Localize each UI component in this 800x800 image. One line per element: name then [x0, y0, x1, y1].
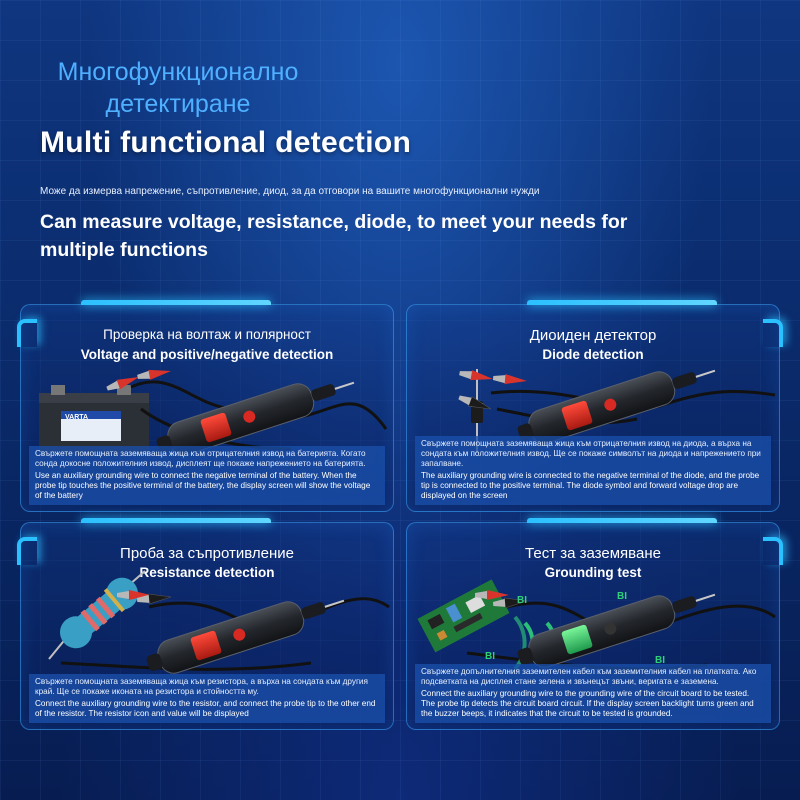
panel-corner-left	[17, 319, 37, 347]
panel-tab-accent	[81, 300, 271, 305]
panel-description: Свържете допълнителния заземителен кабел…	[415, 664, 771, 723]
description-bulgarian: Свържете допълнителния заземителен кабел…	[421, 667, 757, 686]
description-bulgarian: Свържете помощната заземяваща жица към р…	[35, 677, 368, 696]
description-english: Use an auxiliary grounding wire to conne…	[35, 471, 371, 500]
panel-voltage-detection: Проверка на волтаж и полярност Voltage a…	[17, 300, 394, 512]
resistance-illustration	[48, 570, 390, 677]
description-bulgarian: Свържете помощната заземяваща жица към о…	[35, 449, 366, 468]
description-english: The auxiliary grounding wire is connecte…	[421, 471, 760, 500]
panel-grounding-test: Тест за заземяване Grounding test BI BI …	[406, 518, 783, 730]
panel-resistance-detection: Проба за съпротивление Resistance detect…	[17, 518, 394, 730]
panel-title-english: Resistance detection	[139, 565, 275, 580]
subtitle-bulgarian: Може да измерва напрежение, съпротивлени…	[40, 186, 540, 197]
panel-corner-left	[17, 537, 37, 565]
panel-description: Свържете помощната заземяваща жица към р…	[29, 674, 385, 723]
panel-description: Свържете помощната заземяваща жица към о…	[29, 446, 385, 505]
subtitle-english: Can measure voltage, resistance, diode, …	[40, 211, 628, 261]
resistor-icon	[48, 570, 146, 660]
panel-corner-right	[763, 319, 783, 347]
panel-diode-detection: Диоиден детектор Diode detection Свържет…	[406, 300, 783, 512]
panel-title-english: Grounding test	[544, 565, 642, 580]
beep-label-lower-left: BI	[485, 651, 495, 662]
panel-tab-accent	[81, 518, 271, 523]
title-english: Multi functional detection	[40, 126, 412, 159]
panel-title-bulgarian: Тест за заземяване	[525, 545, 661, 562]
panel-title-english: Voltage and positive/negative detection	[80, 347, 334, 362]
panel-description: Свържете помощната заземяваща жица към о…	[415, 436, 771, 505]
panel-title-bulgarian: Диоиден детектор	[529, 327, 657, 344]
panel-title-bulgarian: Проба за съпротивление	[120, 545, 294, 562]
beep-label-right: BI	[617, 591, 627, 602]
panel-tab-accent	[527, 300, 717, 305]
circuit-board-icon	[417, 579, 510, 653]
beep-label-left: BI	[517, 595, 527, 606]
beep-label-lower-right: BI	[655, 655, 665, 666]
probe-tester-icon	[151, 365, 361, 459]
probe-tester-icon	[512, 353, 722, 452]
probe-tester-icon	[512, 577, 722, 676]
battery-icon: VARTA	[39, 385, 149, 455]
panel-corner-right	[763, 537, 783, 565]
panel-title-bulgarian: Проверка на волтаж и полярност	[103, 327, 311, 342]
description-bulgarian: Свържете помощната заземяваща жица към о…	[421, 439, 761, 468]
battery-brand-label: VARTA	[65, 414, 88, 421]
voltage-illustration: VARTA	[39, 365, 388, 459]
title-bulgarian: Многофункционално детектиране	[57, 58, 299, 118]
grounding-illustration: BI BI BI BI	[417, 577, 776, 676]
panel-title-english: Diode detection	[542, 347, 644, 362]
probe-tester-icon	[141, 583, 351, 677]
panel-tab-accent	[527, 518, 717, 523]
description-english: Connect the auxiliary grounding wire to …	[35, 699, 376, 718]
description-english: Connect the auxiliary grounding wire to …	[421, 689, 754, 718]
